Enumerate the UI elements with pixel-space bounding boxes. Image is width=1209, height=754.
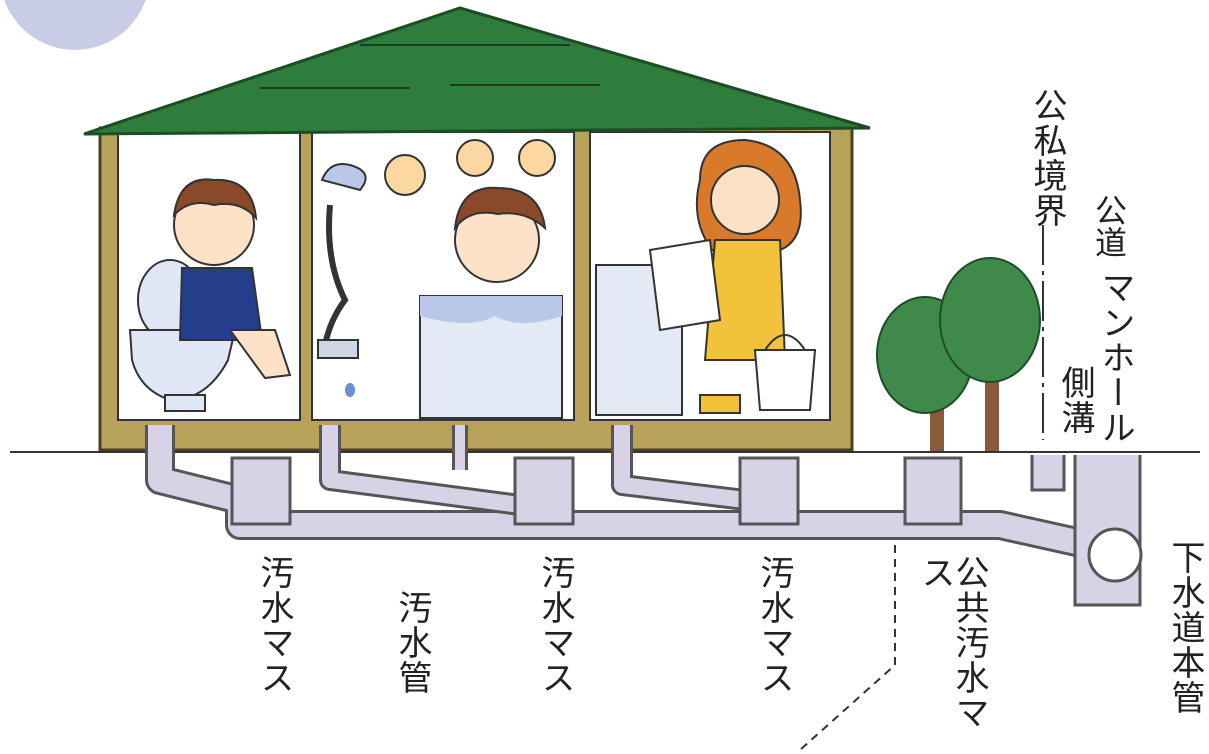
label-public-road: 公道 — [1095, 195, 1209, 259]
public-sewage-basin — [903, 456, 963, 526]
sewage-basin-1 — [230, 456, 292, 526]
label-public-road-text: 公道 — [1095, 192, 1156, 262]
child-in-bath — [453, 186, 547, 283]
laundry-basket-icon — [753, 334, 817, 411]
steam-puffs — [384, 139, 556, 196]
label-sewage-basin-1: 汚水マス — [254, 555, 294, 695]
label-side-ditch: 側溝 — [1055, 365, 1095, 435]
label-public-sewage-basin: 公共汚水マス — [915, 555, 989, 730]
public-basin-pointer — [799, 545, 896, 751]
sewage-basin-3 — [738, 456, 800, 526]
bathtub-icon — [419, 295, 563, 419]
label-sewage-basin-3: 汚水マス — [754, 555, 794, 695]
tree-icon — [876, 257, 1041, 452]
label-main-sewer: 下水道本管 — [1165, 540, 1205, 715]
corner-circle — [4, 0, 146, 50]
label-manhole: マンホール — [1095, 270, 1135, 445]
child-on-toilet — [172, 178, 292, 380]
label-sewage-pipe: 汚水管 — [392, 590, 432, 695]
manhole-icon — [1073, 455, 1143, 607]
sewage-basin-2 — [513, 456, 575, 526]
shower-icon — [317, 163, 367, 397]
label-sewage-basin-2: 汚水マス — [535, 555, 575, 695]
roof — [83, 6, 871, 136]
label-boundary: 公私境界 — [1027, 88, 1067, 228]
side-ditch — [1030, 455, 1066, 492]
woman-doing-laundry — [648, 138, 802, 414]
